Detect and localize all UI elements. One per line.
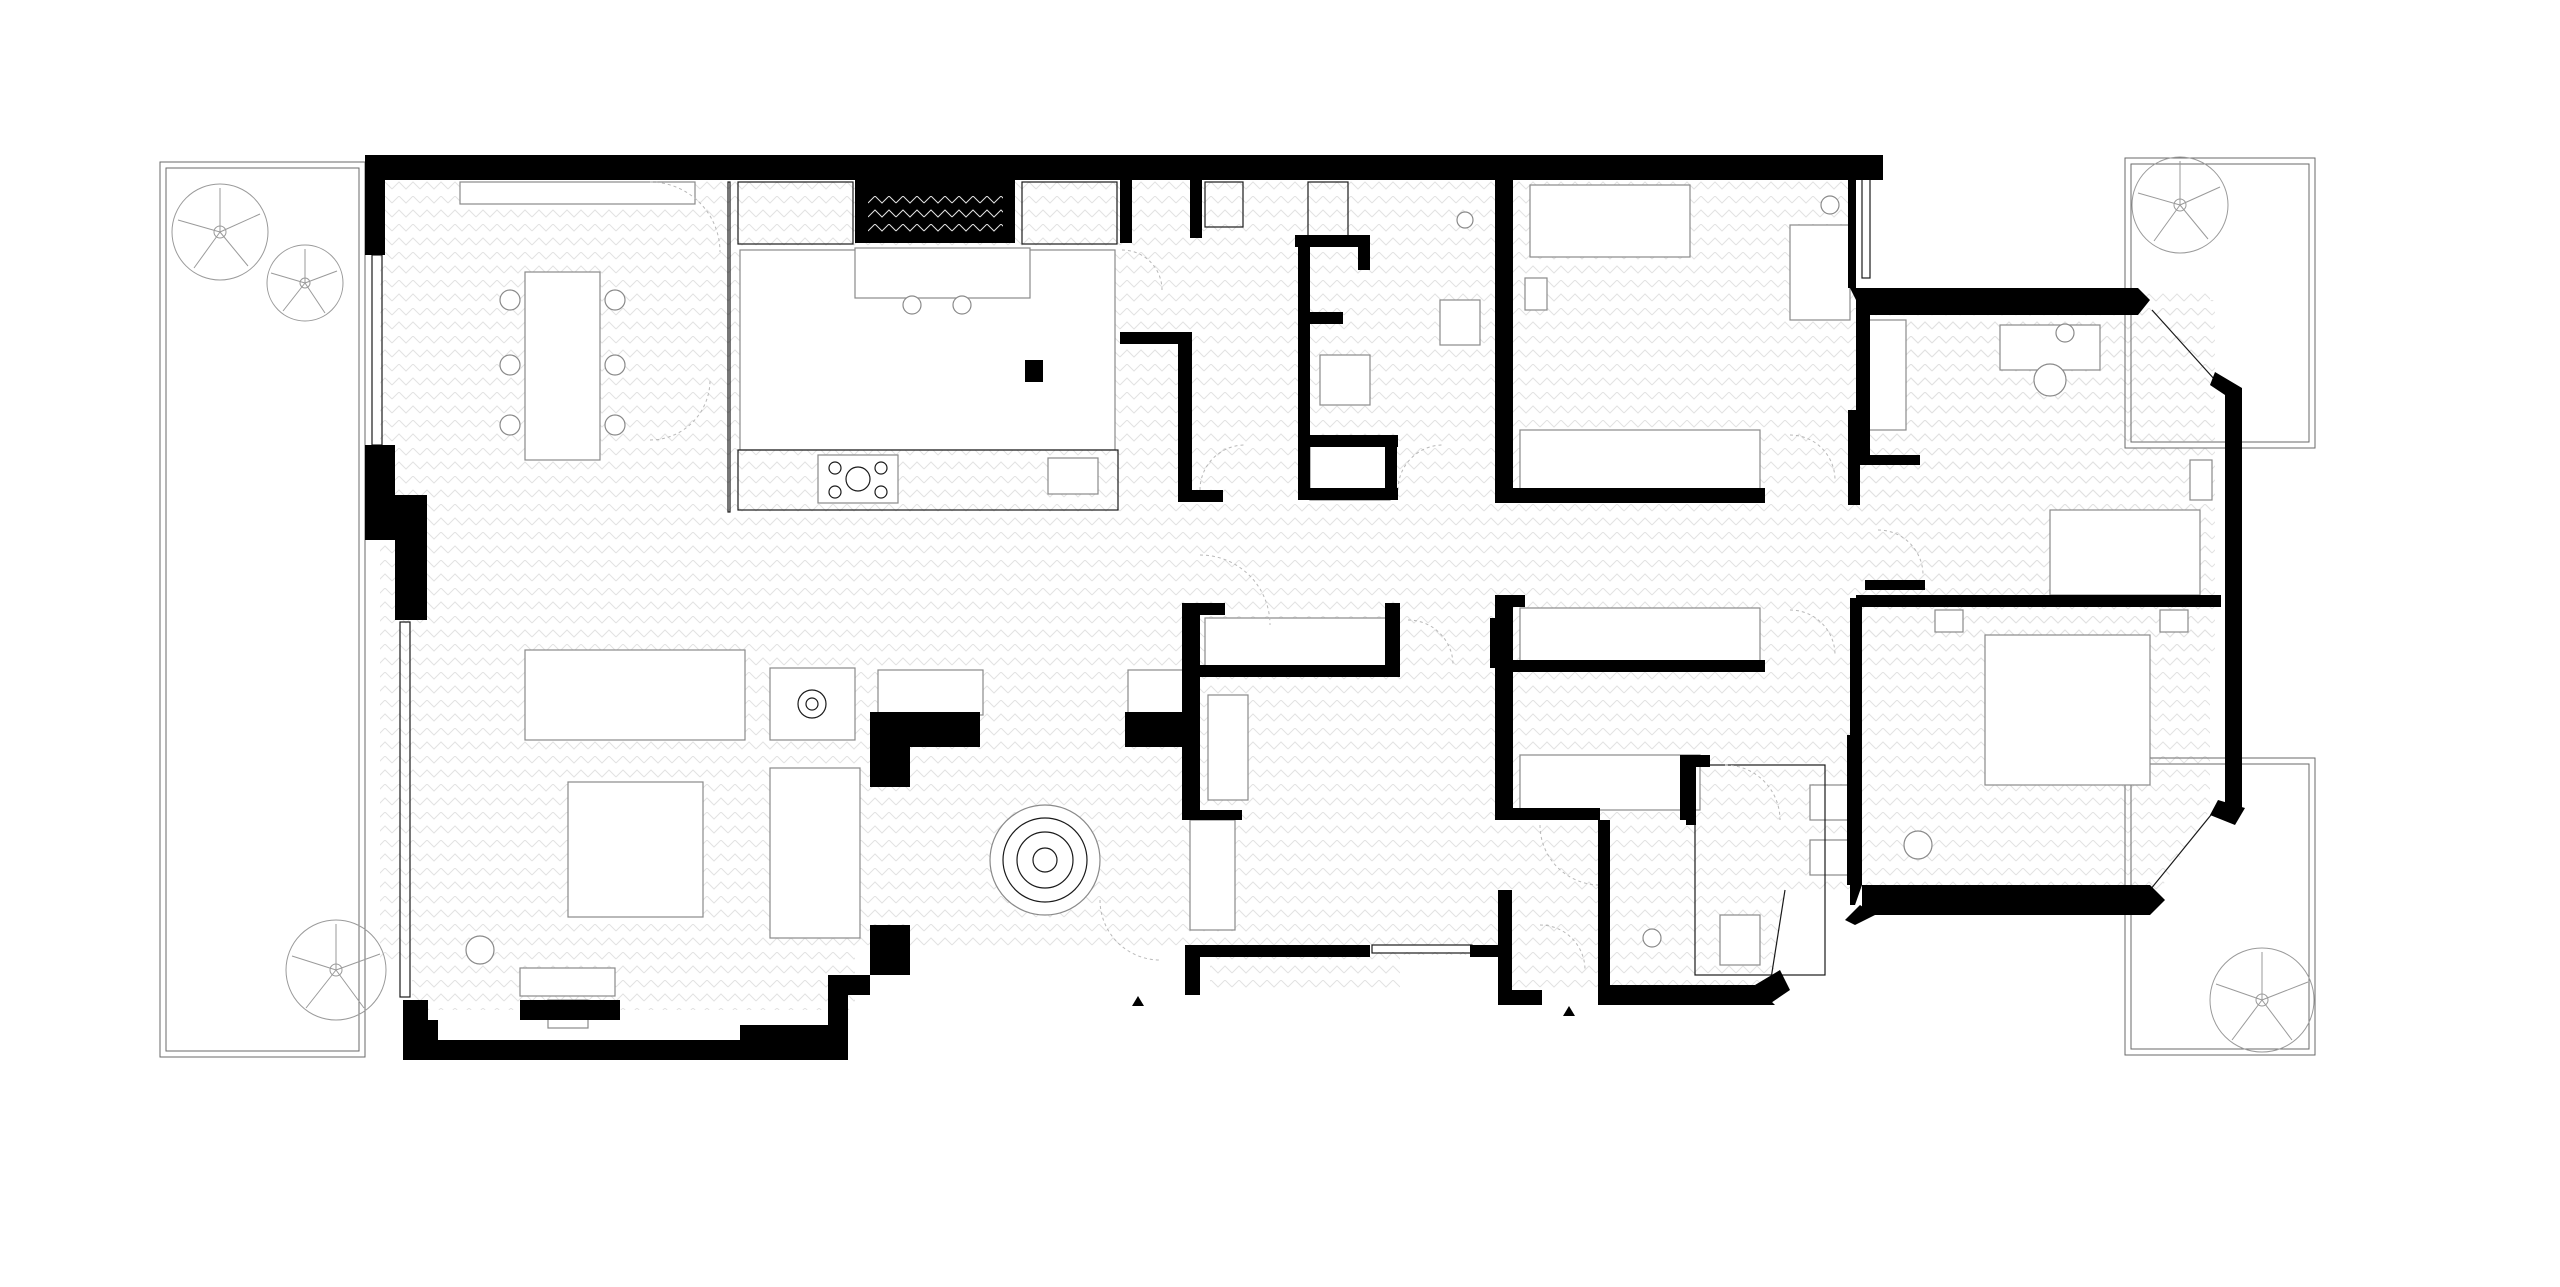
washbasin (1319, 354, 1371, 406)
toilet (1719, 914, 1761, 966)
wardrobe (1519, 429, 1761, 491)
bathroom-north (1204, 181, 1481, 406)
bed (2049, 509, 2201, 596)
rug (567, 781, 704, 918)
sofa-2 (769, 767, 861, 939)
bedroom-east (1867, 319, 2213, 596)
walls (365, 155, 2245, 1060)
side-table (769, 667, 856, 741)
column (1025, 360, 1043, 382)
round-table (989, 804, 1101, 916)
tree-icon (285, 919, 387, 1021)
bedroom-north (1519, 184, 1851, 491)
sideboard (459, 181, 696, 205)
desk (1789, 224, 1851, 321)
toilet (1439, 299, 1481, 346)
sofa (524, 649, 746, 741)
bedroom-southeast (1903, 609, 2189, 860)
tree-icon (2209, 947, 2315, 1053)
floor-lamp (465, 935, 495, 965)
entrance-arrow (1132, 996, 1144, 1006)
door-swings (649, 181, 1924, 971)
kitchen (727, 181, 1119, 513)
bathroom-south (1642, 764, 1856, 976)
terrace-west (159, 161, 366, 1058)
dining-table (499, 271, 626, 461)
bed (1984, 634, 2151, 786)
wardrobe (1867, 319, 1907, 431)
island-bar (854, 247, 1031, 299)
fireplace (519, 967, 616, 997)
tree-icon (2131, 156, 2229, 254)
bed (1529, 184, 1691, 258)
corridor-wardrobes (877, 444, 1761, 931)
desk (1999, 324, 2101, 371)
tree-icon (266, 244, 344, 322)
living-room (465, 649, 861, 1029)
kitchen-sink (1047, 457, 1099, 495)
tree-icon (171, 183, 269, 281)
entrance-arrow (1563, 1006, 1575, 1016)
